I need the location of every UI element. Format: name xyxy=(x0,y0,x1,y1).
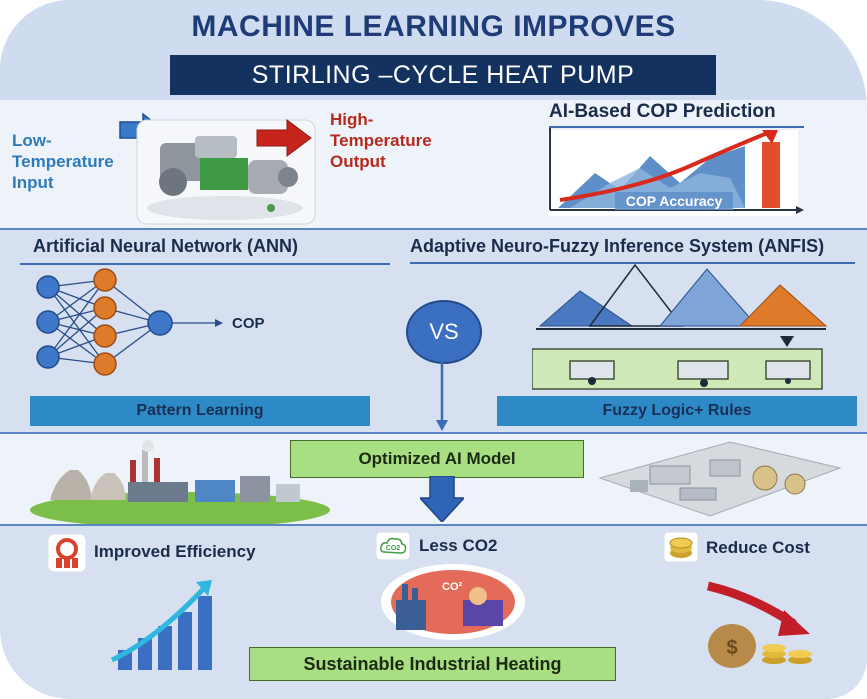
anfis-diagram xyxy=(532,263,828,390)
sustainable-industrial-heating-banner: Sustainable Industrial Heating xyxy=(249,647,616,681)
ann-input-node xyxy=(36,310,60,334)
fuzzy-membership-triangle xyxy=(658,268,759,327)
svg-text:$: $ xyxy=(726,637,737,659)
pattern-learning-bar: Pattern Learning xyxy=(30,396,370,426)
ann-title: Artificial Neural Network (ANN) xyxy=(33,236,299,256)
efficiency-icon xyxy=(48,534,86,572)
svg-text:CO2: CO2 xyxy=(386,545,401,552)
ann-hidden-node xyxy=(93,268,117,292)
fuzzy-membership-triangle xyxy=(538,290,634,327)
ann-hidden-node xyxy=(93,296,117,320)
cop-trend-arrow xyxy=(559,130,771,202)
anfis-title-underline xyxy=(410,262,855,264)
divider-line xyxy=(0,524,867,526)
cop-bar xyxy=(762,142,780,208)
ann-input-node xyxy=(36,275,60,299)
less-co2-label: Less CO2 xyxy=(419,536,498,555)
machine-green-casing xyxy=(200,158,248,190)
industrial-plant-illustration xyxy=(598,441,842,517)
high-temperature-output-label: High- Temperature Output xyxy=(330,110,432,171)
page-subtitle: STIRLING –CYCLE HEAT PUMP PREDICTION xyxy=(170,55,716,129)
reduce-cost-label: Reduce Cost xyxy=(706,538,810,557)
optimized-ai-model-banner: Optimized AI Model xyxy=(290,440,584,478)
divider-line xyxy=(0,432,867,434)
output-arrow-icon xyxy=(256,119,312,157)
co2-reduction-illustration: CO² xyxy=(381,564,525,640)
ann-input-node xyxy=(36,345,60,369)
ann-output-node xyxy=(147,310,173,336)
ann-title-underline xyxy=(20,263,390,265)
power-plant-illustration xyxy=(30,440,330,526)
vs-down-arrow-icon xyxy=(436,360,448,431)
divider-line xyxy=(0,228,867,230)
fuzzy-membership-triangle xyxy=(588,263,684,327)
anfis-title: Adaptive Neuro-Fuzzy Inference System (A… xyxy=(410,236,825,256)
ann-hidden-node xyxy=(93,352,117,376)
ann-diagram xyxy=(36,268,223,376)
page-title: MACHINE LEARNING IMPROVES xyxy=(191,10,676,43)
growth-bar-chart-icon xyxy=(110,580,212,670)
ann-hidden-node xyxy=(93,324,117,348)
down-arrow-icon xyxy=(420,476,464,522)
heat-pump-illustration xyxy=(119,112,316,225)
low-temperature-input-label: Low- Temperature Input xyxy=(12,131,114,192)
co2-scene-text: CO² xyxy=(442,581,463,593)
fuzzy-logic-rules-bar: Fuzzy Logic+ Rules xyxy=(497,396,857,426)
cop-accuracy-label: COP Accuracy xyxy=(626,193,723,209)
ann-cop-label: COP xyxy=(232,315,265,332)
cop-accuracy-chart: COP Accuracy xyxy=(548,128,804,216)
fuzzy-membership-triangle xyxy=(738,284,828,327)
cop-prediction-title: AI-Based COP Prediction xyxy=(549,101,776,122)
co2-cloud-icon: CO2 xyxy=(376,532,410,560)
improved-efficiency-label: Improved Efficiency xyxy=(94,542,256,561)
vs-badge: VS xyxy=(406,300,482,364)
cost-reduction-icon: $ xyxy=(707,581,812,668)
coin-icon xyxy=(664,532,698,562)
cop-title-underline xyxy=(549,126,804,128)
